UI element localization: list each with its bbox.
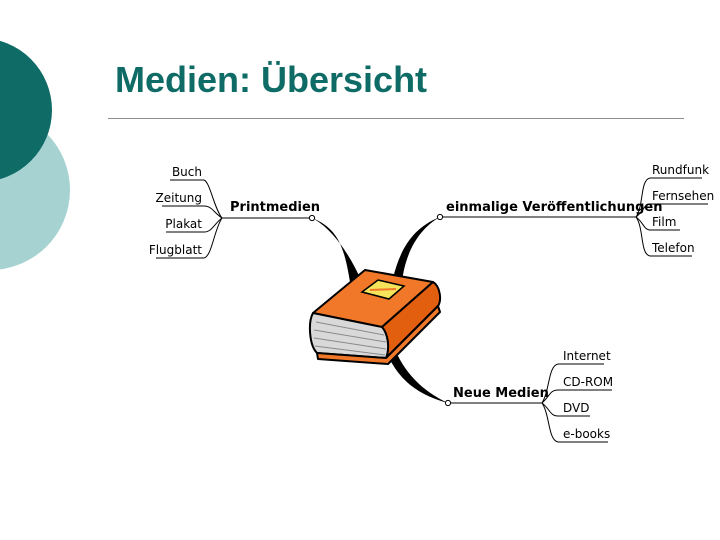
page-title: Medien: Übersicht [115, 59, 428, 100]
leaf-plakat: Plakat [165, 217, 202, 231]
connector [541, 363, 559, 404]
connector [635, 177, 651, 218]
connector [203, 217, 223, 259]
branch-printmedien: Printmedien Buch Zeitung Plakat Flugblat… [149, 165, 320, 259]
leaf-fernsehen: Fernsehen [652, 189, 714, 203]
connector [635, 216, 651, 231]
connector [541, 402, 559, 443]
connector [635, 203, 651, 218]
book-icon [308, 269, 442, 365]
title-divider [108, 118, 684, 119]
leaf-e-books: e-books [563, 427, 610, 441]
branch-label-einmalige: einmalige Veröffentlichungen [446, 200, 663, 215]
branch-node [436, 213, 444, 221]
connector [203, 205, 223, 219]
connector [541, 389, 559, 404]
trunk-printmedien [312, 218, 361, 282]
branch-einmalige: einmalige Veröffentlichungen Rundfunk Fe… [436, 163, 714, 257]
leaf-zeitung: Zeitung [156, 191, 202, 205]
connector [541, 402, 559, 417]
leaf-cd-rom: CD-ROM [563, 375, 613, 389]
dark-teal-circle [0, 40, 52, 180]
branch-label-printmedien: Printmedien [230, 200, 320, 215]
connector [203, 179, 223, 219]
connector [635, 216, 651, 257]
branch-node [444, 399, 452, 407]
leaf-internet: Internet [563, 349, 611, 363]
leaf-telefon: Telefon [651, 241, 695, 255]
leaf-buch: Buch [172, 165, 202, 179]
branch-neue: Neue Medien Internet CD-ROM DVD e-books [444, 349, 613, 443]
leaf-rundfunk: Rundfunk [652, 163, 709, 177]
leaf-dvd: DVD [563, 401, 589, 415]
leaf-film: Film [652, 215, 676, 229]
leaf-flugblatt: Flugblatt [149, 243, 202, 257]
branch-node [308, 214, 316, 222]
branch-label-neue: Neue Medien [453, 386, 549, 401]
connector [203, 217, 223, 233]
trunk-einmalige [393, 217, 440, 282]
